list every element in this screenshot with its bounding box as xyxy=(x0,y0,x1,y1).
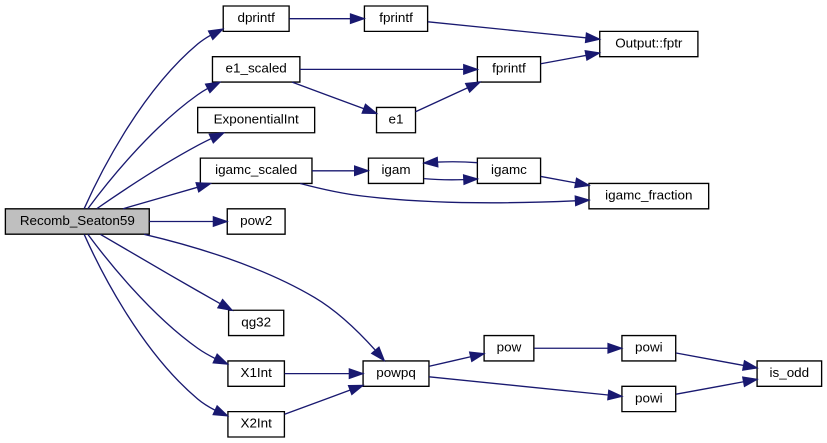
svg-text:ExponentialInt: ExponentialInt xyxy=(214,111,299,126)
svg-text:igamc_scaled: igamc_scaled xyxy=(215,162,297,177)
svg-text:Output::fptr: Output::fptr xyxy=(615,35,683,50)
svg-text:igamc: igamc xyxy=(491,162,527,177)
svg-text:fprintf: fprintf xyxy=(379,10,413,25)
svg-text:pow: pow xyxy=(497,340,522,355)
svg-text:powi: powi xyxy=(635,340,663,355)
svg-text:igam: igam xyxy=(381,162,410,177)
svg-text:powi: powi xyxy=(635,390,663,405)
svg-text:e1_scaled: e1_scaled xyxy=(226,61,287,76)
svg-text:X1Int: X1Int xyxy=(240,365,272,380)
svg-text:powpq: powpq xyxy=(376,365,416,380)
svg-text:qg32: qg32 xyxy=(241,314,271,329)
svg-text:dprintf: dprintf xyxy=(238,10,276,25)
svg-text:fprintf: fprintf xyxy=(492,61,526,76)
svg-text:is_odd: is_odd xyxy=(770,365,810,380)
svg-text:pow2: pow2 xyxy=(240,213,272,228)
svg-text:X2Int: X2Int xyxy=(240,416,272,431)
svg-text:Recomb_Seaton59: Recomb_Seaton59 xyxy=(20,213,135,228)
svg-text:igamc_fraction: igamc_fraction xyxy=(605,188,692,203)
svg-text:e1: e1 xyxy=(389,111,404,126)
